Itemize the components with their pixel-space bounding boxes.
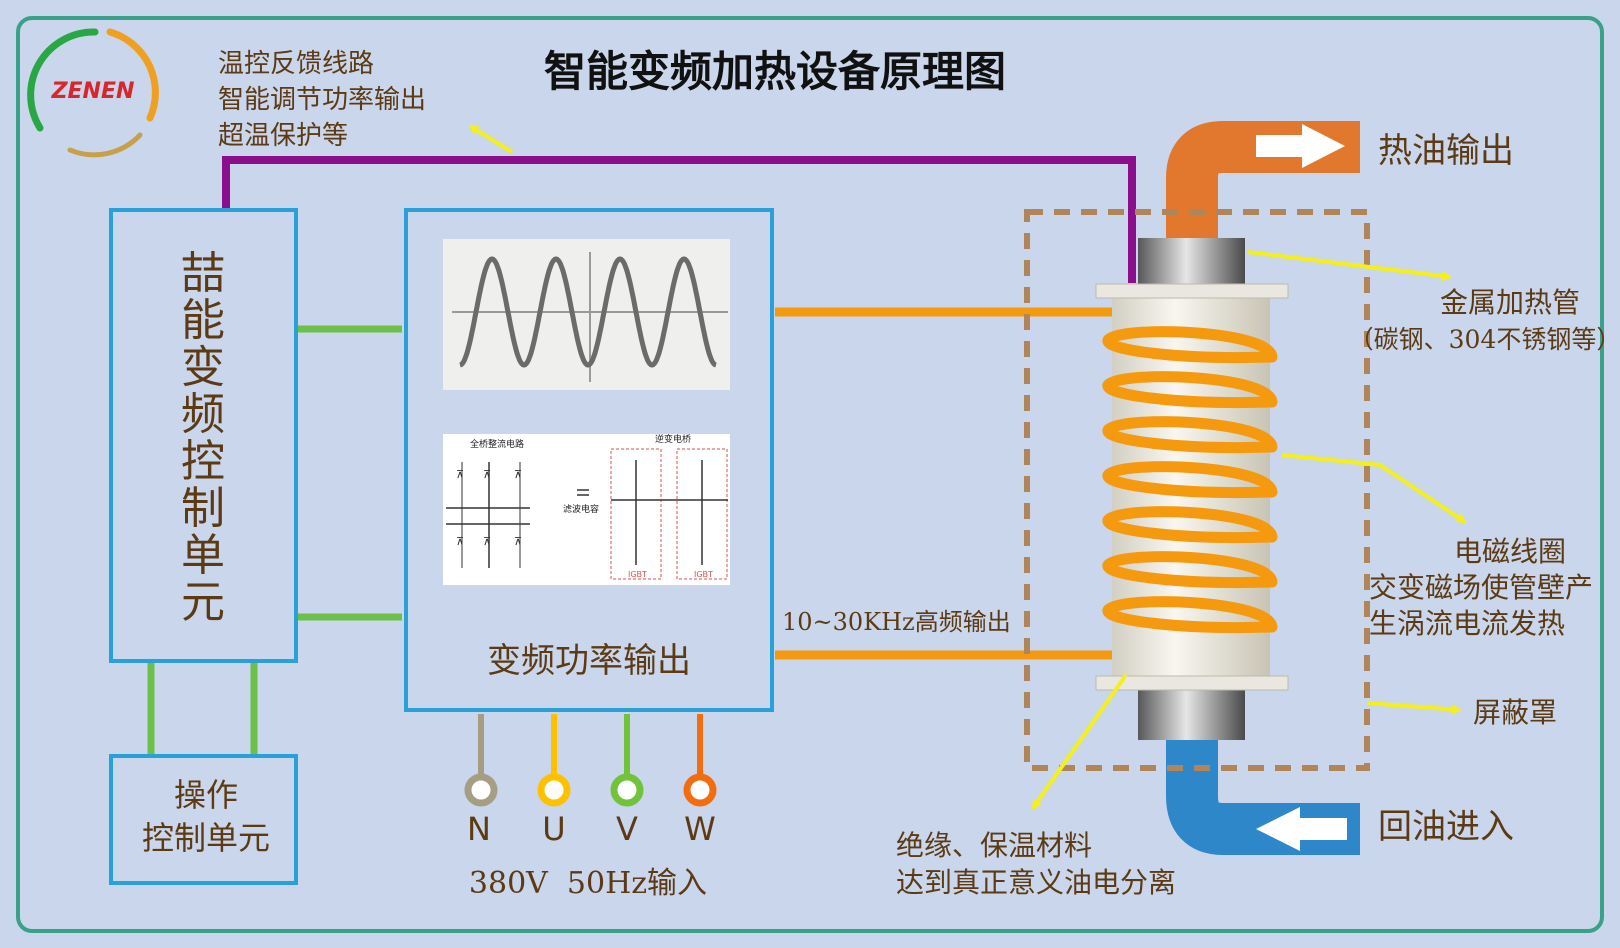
- igbt-label-right: IGBT: [694, 570, 713, 579]
- heating-tube-label-line-2: （碳钢、304不锈钢等）: [1349, 325, 1620, 354]
- power-terminals: N U V W: [464, 714, 717, 848]
- circuit-title-inverter: 逆变电桥: [655, 433, 691, 445]
- oil-inlet-pipe: [1166, 730, 1360, 855]
- operation-unit-box: [109, 754, 298, 885]
- logo-ring-green: [27, 28, 99, 132]
- diode-symbol: ⊼: [483, 468, 491, 481]
- logo-text: ZENEN: [51, 79, 135, 104]
- control-unit-box: [109, 208, 298, 663]
- terminal-label-n: N: [467, 810, 491, 848]
- coil-turn: [1102, 506, 1278, 544]
- diode-symbol: ⊼: [456, 468, 464, 481]
- control-unit-char: 变: [181, 342, 225, 393]
- feedback-note-line-1: 温控反馈线路: [218, 49, 374, 79]
- oil-outlet-pipe: [1166, 121, 1360, 240]
- power-unit-label: 变频功率输出: [487, 641, 691, 681]
- igbt-module-left: [610, 448, 662, 580]
- igbt-module-right: [676, 448, 728, 580]
- shielding-cover: [1024, 209, 1370, 771]
- coil-turn: [1102, 596, 1278, 634]
- operation-unit-line-1: 操作: [174, 776, 238, 814]
- coil-label-line-1: 电磁线圈: [1454, 535, 1566, 568]
- control-unit-char: 元: [181, 577, 225, 628]
- logo-ring-orange: [106, 28, 159, 122]
- control-unit-char: 单: [181, 530, 225, 581]
- coil-turn: [1102, 371, 1278, 409]
- control-unit-char: 制: [181, 483, 225, 534]
- diode-symbol: ⊼: [514, 468, 522, 481]
- page-title: 智能变频加热设备原理图: [544, 47, 1006, 96]
- coil-turn: [1102, 416, 1278, 454]
- outer-frame: [16, 16, 1604, 933]
- terminal-label-w: W: [684, 810, 716, 848]
- oil-return-label: 回油进入: [1378, 807, 1514, 847]
- insulation-arrow: [1031, 673, 1128, 810]
- feedback-note-arrow: [468, 124, 514, 154]
- control-unit-char: 喆: [181, 248, 225, 299]
- oil-inlet-arrow: [1256, 807, 1347, 851]
- heating-tube-arrow: [1247, 250, 1452, 281]
- coil-label-line-2: 交变磁场使管壁产: [1369, 571, 1593, 604]
- control-unit-char: 能: [181, 295, 225, 346]
- terminal-u: [537, 773, 571, 807]
- company-logo: ZENEN: [27, 28, 159, 158]
- control-unit-char: 控: [181, 436, 225, 487]
- coil-turn: [1102, 461, 1278, 499]
- electromagnetic-coil: [1102, 326, 1278, 634]
- inverter-circuit-panel: 全桥整流电路 逆变电桥 ⊼ ⊼ ⊼ ⊼ ⊼ ⊼ 滤波电容 IGBT IGBT: [443, 433, 730, 585]
- coil-label-line-3: 生涡流电流发热: [1369, 607, 1565, 640]
- logo-ring-brown: [67, 132, 143, 158]
- terminal-label-v: V: [616, 810, 638, 848]
- igbt-label-left: IGBT: [628, 570, 647, 579]
- coil-arrow: [1281, 453, 1467, 524]
- oil-outlet-arrow: [1256, 124, 1345, 168]
- shield-arrow: [1366, 701, 1462, 715]
- diode-symbol: ⊼: [483, 535, 491, 548]
- insulation-label-line-2: 达到真正意义油电分离: [896, 866, 1176, 899]
- sine-wave-panel: [443, 239, 730, 390]
- control-unit-label: 喆 能 变 频 控 制 单 元: [181, 248, 225, 628]
- insulation-flange-top: [1095, 283, 1289, 299]
- heating-tube-label-line-1: 金属加热管: [1440, 286, 1580, 319]
- coil-turn: [1102, 551, 1278, 589]
- circuit-filter-label: 滤波电容: [563, 503, 599, 515]
- terminal-w: [683, 773, 717, 807]
- terminal-v: [610, 773, 644, 807]
- operation-unit-line-2: 控制单元: [142, 819, 270, 857]
- coil-turn: [1102, 326, 1278, 364]
- sine-wave: [459, 256, 717, 368]
- oil-output-label: 热油输出: [1378, 131, 1514, 171]
- circuit-title-rectifier: 全桥整流电路: [470, 438, 524, 450]
- diode-symbol: ⊼: [456, 535, 464, 548]
- temperature-feedback-line: [222, 156, 1136, 283]
- control-unit-char: 频: [181, 389, 225, 440]
- insulation-label-line-1: 绝缘、保温材料: [896, 829, 1092, 862]
- terminal-label-u: U: [542, 810, 565, 848]
- terminal-n: [464, 773, 498, 807]
- shield-label: 屏蔽罩: [1473, 696, 1557, 729]
- power-input-label: 380V 50Hz输入: [469, 866, 707, 901]
- hf-output-label: 10~30KHz高频输出: [782, 608, 1011, 636]
- insulation-flange-bottom: [1095, 675, 1289, 691]
- feedback-note-line-2: 智能调节功率输出: [218, 85, 426, 115]
- diode-symbol: ⊼: [514, 535, 522, 548]
- feedback-note-line-3: 超温保护等: [218, 121, 348, 151]
- circuit-panel-background: [443, 434, 730, 585]
